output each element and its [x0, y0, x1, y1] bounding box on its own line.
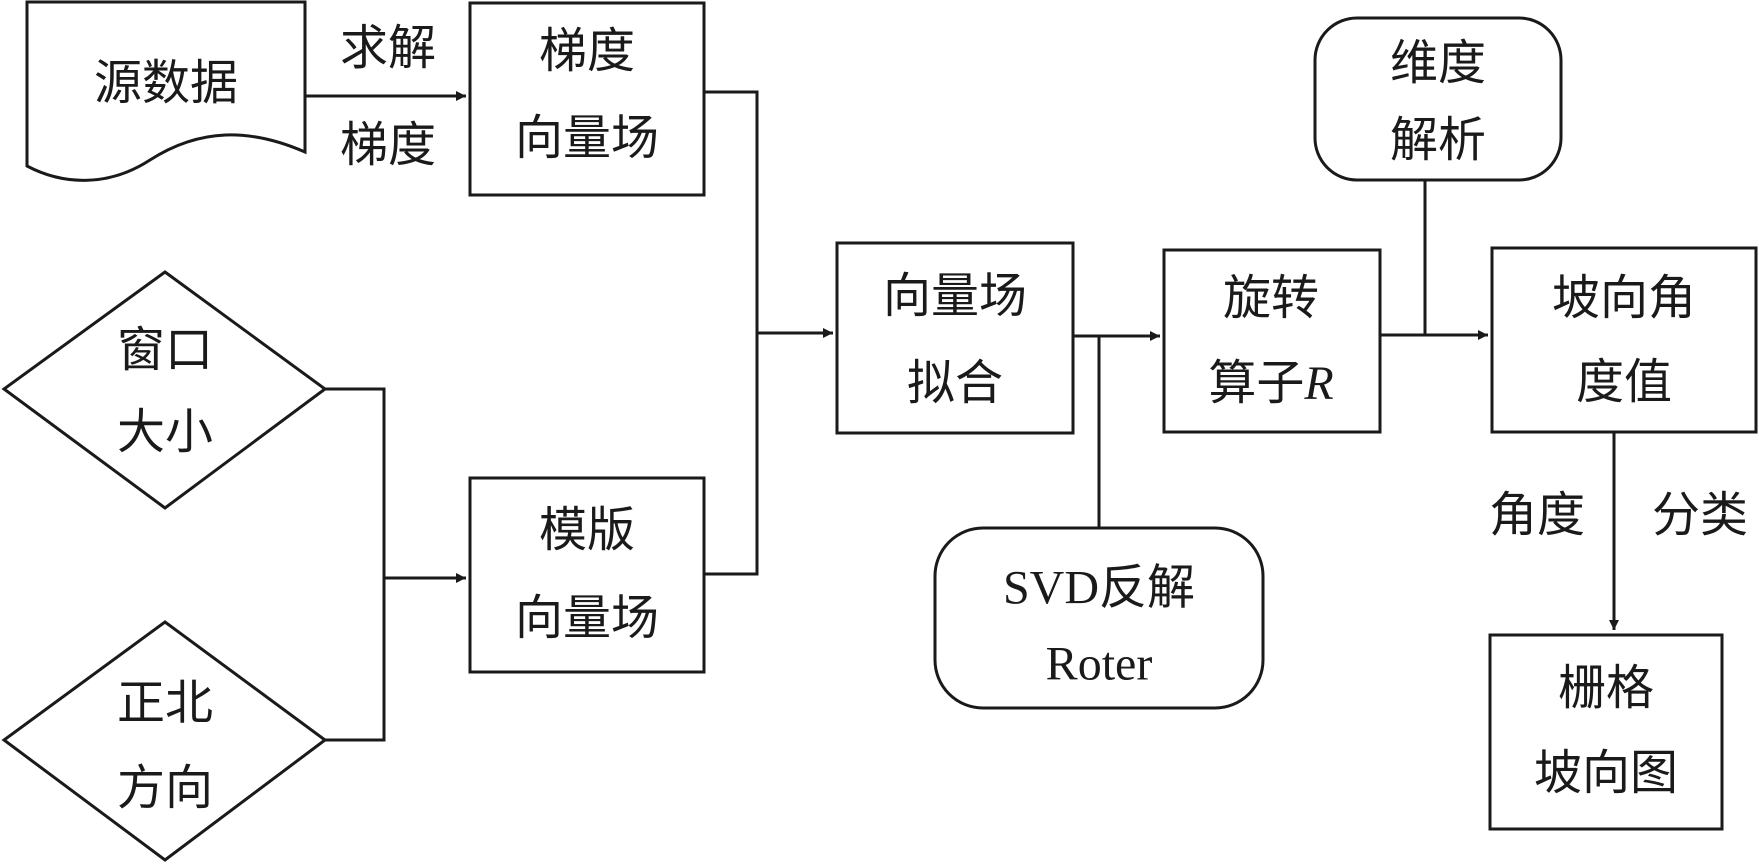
document-shape	[25, 0, 307, 182]
node-source-data: 源数据	[25, 0, 307, 182]
node-label-line2: 解析	[1390, 112, 1486, 168]
node-label-line1: 维度	[1390, 35, 1486, 91]
node-label-line1: 坡向角	[1552, 270, 1696, 326]
node-label-line2: Roter	[1046, 638, 1153, 691]
edge-label-solve: 求解	[340, 20, 436, 76]
edge-label-classify: 分类	[1652, 487, 1748, 543]
label-symbol: R	[1303, 357, 1333, 410]
node-label-line2: 度值	[1576, 354, 1672, 410]
node-label-line1: 模版	[539, 502, 635, 558]
node-rotation-operator: 旋转 算子R	[1162, 248, 1382, 434]
edge-label-gradient: 梯度	[340, 117, 436, 173]
process-box	[468, 476, 706, 674]
node-label: 源数据	[94, 55, 238, 111]
node-field-fitting: 向量场 拟合	[835, 241, 1075, 435]
label-prefix: 算子	[1208, 355, 1304, 411]
node-label-line2: 拟合	[907, 355, 1003, 411]
edge-labels: 求解 梯度 角度 分类	[340, 20, 1748, 543]
node-label-line2: 向量场	[515, 590, 659, 646]
node-label-line1: 向量场	[883, 268, 1027, 324]
node-label-line1: 栅格	[1558, 660, 1654, 716]
edge-merge-bracket-inputs	[325, 387, 386, 742]
edge-label-angle: 角度	[1489, 487, 1585, 543]
node-north-direction: 正北 方向	[1, 620, 328, 862]
node-gradient-field: 梯度 向量场	[468, 1, 706, 197]
edge-merge-bracket-fields	[704, 90, 759, 576]
node-label-line1: 旋转	[1223, 270, 1319, 326]
node-svd: SVD反解 Roter	[933, 526, 1265, 710]
node-label-line2: 方向	[117, 760, 213, 816]
node-label-line2: 大小	[117, 404, 213, 460]
process-box	[1162, 248, 1382, 434]
node-slope-angle: 坡向角 度值	[1490, 246, 1758, 434]
node-dimension-analysis: 维度 解析	[1313, 16, 1563, 182]
decision-diamond	[1, 270, 328, 510]
node-label-line2: 坡向图	[1534, 745, 1678, 801]
node-window-size: 窗口 大小	[1, 270, 328, 510]
node-label-line2: 算子R	[1208, 355, 1333, 411]
process-box	[468, 1, 706, 197]
node-template-field: 模版 向量场	[468, 476, 706, 674]
terminal-shape	[1313, 16, 1563, 182]
node-label-line2: 向量场	[515, 110, 659, 166]
process-box	[835, 241, 1075, 435]
terminal-shape	[933, 526, 1265, 710]
decision-diamond	[1, 620, 328, 862]
node-label-line1: 正北	[117, 675, 213, 731]
node-raster-aspect: 栅格 坡向图	[1488, 633, 1724, 831]
node-label-line1: 梯度	[539, 23, 635, 79]
node-label-line1: 窗口	[117, 322, 213, 378]
connectors	[305, 90, 1619, 742]
node-label-line1: SVD反解	[1003, 562, 1195, 615]
process-box	[1488, 633, 1724, 831]
process-box	[1490, 246, 1758, 434]
